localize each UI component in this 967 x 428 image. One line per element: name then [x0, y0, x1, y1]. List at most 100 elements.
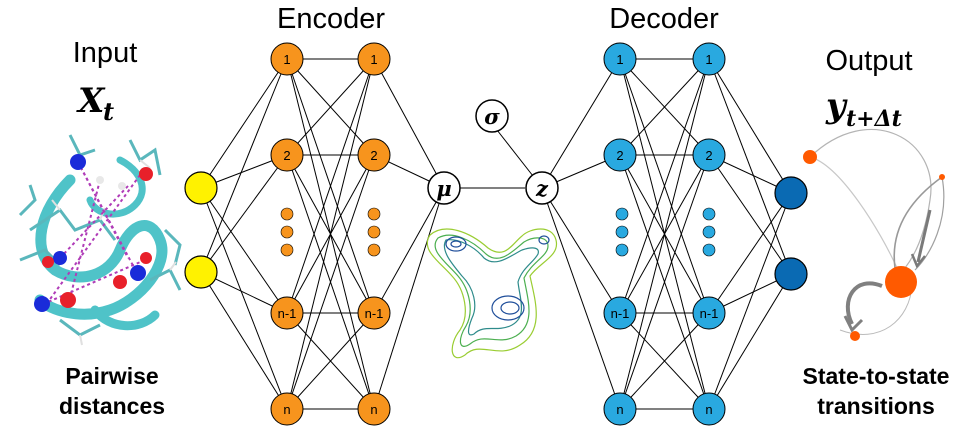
decoder-layer-2: 1 2 n-1 n	[692, 42, 726, 426]
connection-line	[286, 312, 375, 410]
svg-text:n: n	[283, 402, 290, 417]
decoder-ellipsis	[615, 207, 629, 257]
connection-line	[373, 187, 445, 314]
input-symbol-subscript: t	[103, 97, 114, 126]
connection-line	[286, 58, 375, 314]
connection-line	[373, 58, 445, 189]
connection-line	[541, 187, 621, 410]
svg-text:n-1: n-1	[611, 306, 630, 321]
encoder-node: 2	[270, 138, 304, 172]
z-node: z	[525, 171, 559, 205]
decoder-title: Decoder	[609, 3, 719, 35]
input-caption-line1: Pairwise	[65, 363, 158, 389]
input-symbol: X t	[76, 81, 114, 126]
svg-text:n: n	[616, 402, 623, 417]
connection-line	[286, 154, 375, 410]
connection-line	[708, 154, 792, 275]
decoder-node: 1	[692, 42, 726, 76]
connection-line	[200, 187, 288, 314]
network-connections	[200, 58, 792, 410]
input-title: Input	[73, 37, 138, 69]
connection-line	[619, 58, 710, 156]
latent-connections	[460, 129, 534, 189]
encoder-node: n	[270, 392, 304, 426]
encoder-title: Encoder	[277, 3, 385, 35]
connection-line	[619, 58, 710, 410]
output-symbol: y t+Δt	[825, 86, 902, 132]
connection-line	[541, 58, 621, 189]
output-caption-line1: State-to-state	[803, 363, 950, 389]
connection-line	[200, 58, 288, 189]
svg-text:1: 1	[283, 52, 290, 67]
connection-line	[373, 187, 445, 410]
connection-line	[619, 154, 710, 410]
svg-text:1: 1	[370, 52, 377, 67]
connection-line	[619, 312, 710, 410]
state-node-large	[885, 266, 917, 298]
connection-line	[708, 192, 792, 314]
output-symbol-main: y	[825, 86, 848, 126]
encoder-node: 1	[357, 42, 391, 76]
encoder-node: 2	[357, 138, 391, 172]
output-title: Output	[825, 45, 912, 77]
connection-line	[286, 58, 375, 410]
svg-text:n-1: n-1	[700, 306, 719, 321]
input-node	[184, 171, 218, 205]
encoder-node: n-1	[270, 296, 304, 330]
svg-text:σ: σ	[484, 104, 500, 129]
state-node	[939, 174, 945, 180]
svg-text:μ: μ	[436, 176, 451, 201]
svg-text:2: 2	[370, 148, 377, 163]
decoder-node: n	[603, 392, 637, 426]
connection-line	[200, 187, 288, 410]
decoder-node: 2	[603, 138, 637, 172]
svg-text:z: z	[535, 176, 549, 201]
state-node	[803, 150, 817, 164]
output-layer	[774, 176, 808, 291]
input-layer	[184, 171, 218, 289]
encoder-node: n-1	[357, 296, 391, 330]
svg-text:2: 2	[616, 148, 623, 163]
connection-line	[200, 58, 288, 273]
connection-line	[200, 271, 288, 410]
svg-text:2: 2	[705, 148, 712, 163]
output-node	[774, 257, 808, 291]
connection-line	[286, 58, 375, 156]
state-transition-graph	[803, 128, 945, 341]
connection-line	[708, 273, 792, 410]
mu-node: μ	[427, 171, 461, 205]
connection-line	[708, 58, 792, 194]
connection-line	[200, 154, 288, 273]
encoder-node: n	[357, 392, 391, 426]
svg-text:2: 2	[283, 148, 290, 163]
decoder-node: n	[692, 392, 726, 426]
connection-line	[541, 187, 621, 314]
svg-text:1: 1	[705, 52, 712, 67]
encoder-layer-1: 1 2 n-1 n	[270, 42, 304, 426]
decoder-node: n-1	[603, 296, 637, 330]
connection-line	[619, 58, 710, 314]
output-node	[774, 176, 808, 210]
input-caption-line2: distances	[59, 393, 165, 419]
decoder-ellipsis	[702, 207, 716, 257]
svg-text:1: 1	[616, 52, 623, 67]
svg-text:n-1: n-1	[278, 306, 297, 321]
connection-line	[708, 58, 792, 275]
protein-structure-image	[18, 134, 182, 346]
input-node	[184, 255, 218, 289]
encoder-layer-2: 1 2 n-1 n	[357, 42, 391, 426]
decoder-node: 1	[603, 42, 637, 76]
encoder-ellipsis	[280, 207, 294, 257]
latent-space-contour-plot	[426, 228, 558, 359]
svg-text:n-1: n-1	[365, 306, 384, 321]
svg-text:n: n	[705, 402, 712, 417]
decoder-node: 2	[692, 138, 726, 172]
encoder-ellipsis	[367, 207, 381, 257]
input-symbol-main: X	[76, 81, 106, 121]
output-caption-line2: transitions	[817, 393, 935, 419]
decoder-node: n-1	[692, 296, 726, 330]
connection-line	[708, 192, 792, 410]
decoder-layer-1: 1 2 n-1 n	[603, 42, 637, 426]
state-node	[850, 331, 860, 341]
